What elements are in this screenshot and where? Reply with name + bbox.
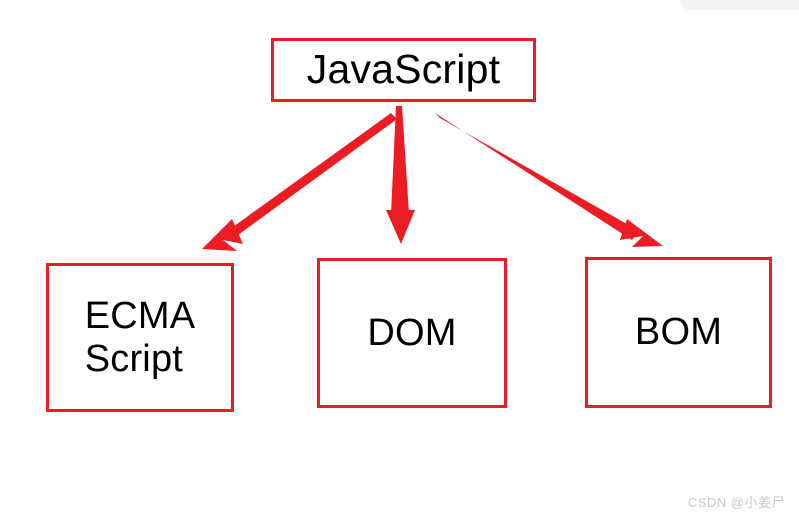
node-ecmascript-label: ECMA Script [84, 294, 196, 380]
arrow-javascript-to-dom [386, 106, 415, 244]
watermark: CSDN @小姜尸 [687, 495, 785, 510]
node-javascript[interactable]: JavaScript [271, 38, 536, 102]
node-dom-label: DOM [367, 311, 457, 354]
node-javascript-label: JavaScript [306, 46, 501, 93]
node-bom-label: BOM [634, 311, 723, 354]
node-dom[interactable]: DOM [317, 258, 507, 408]
arrow-javascript-to-ecmascript [202, 113, 397, 251]
arrow-javascript-to-bom [435, 113, 663, 247]
node-bom[interactable]: BOM [585, 257, 772, 408]
node-ecmascript[interactable]: ECMA Script [46, 263, 234, 412]
browser-chrome-artifact [669, 0, 799, 10]
